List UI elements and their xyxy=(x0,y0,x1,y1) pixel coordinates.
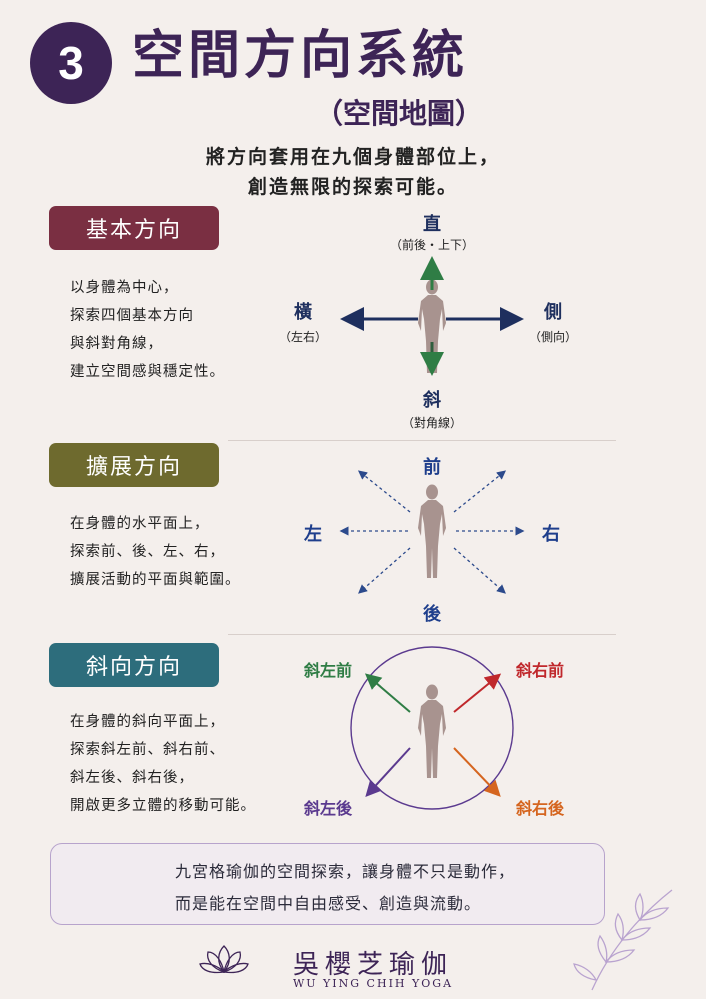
intro-line-2: 創造無限的探索可能。 xyxy=(247,176,458,198)
diagonal-description: 在身體的斜向平面上， 探索斜左前、斜右前、 斜左後、斜右後， 開啟更多立體的移動… xyxy=(70,714,256,814)
label-down: 斜 xyxy=(423,390,441,411)
label-back: 後 xyxy=(423,604,441,625)
section-number-badge: 3 xyxy=(30,22,112,104)
expand-diagram xyxy=(339,470,525,594)
label-expand-left: 左 xyxy=(304,524,322,545)
label-expand-right: 右 xyxy=(542,524,560,545)
body-figure-diagonal xyxy=(418,684,446,778)
section-divider-2 xyxy=(228,634,616,635)
brand-name-en: WU YING CHIH YOGA xyxy=(292,977,454,990)
orbit-circle xyxy=(350,646,514,810)
diagonal-direction-pill: 斜向方向 xyxy=(49,643,219,687)
label-up: 直 xyxy=(423,214,441,235)
label-right: 側 xyxy=(544,302,562,323)
body-figure-expand xyxy=(418,484,446,578)
expand-direction-pill: 擴展方向 xyxy=(49,443,219,487)
page-title: 空間方向系統 xyxy=(132,25,469,86)
tip-line-2: 而是能在空間中自由感受、創造與流動。 xyxy=(175,894,482,913)
label-down-sub: （對角線） xyxy=(401,416,462,430)
basic-description: 以身體為中心， 探索四個基本方向 與斜對角線， 建立空間感與穩定性。 xyxy=(70,280,225,380)
leaf-branch-decoration xyxy=(573,889,673,991)
lotus-icon xyxy=(199,945,249,974)
label-back-left: 斜左後 xyxy=(303,799,352,818)
tip-line-1: 九宮格瑜伽的空間探索，讓身體不只是動作， xyxy=(175,862,516,881)
tip-box xyxy=(50,843,605,925)
diagonal-diagram xyxy=(350,646,514,810)
brand-name: 吳櫻芝瑜伽 xyxy=(292,950,453,980)
label-right-sub: （側向） xyxy=(528,330,577,344)
label-back-right: 斜右後 xyxy=(515,799,564,818)
expand-description: 在身體的水平面上， 探索前、後、左、右， 擴展活動的平面與範圍。 xyxy=(70,516,241,588)
section-divider-1 xyxy=(228,440,616,441)
label-front-left: 斜左前 xyxy=(303,661,352,680)
intro-line-1: 將方向套用在九個身體部位上， xyxy=(205,146,500,168)
basic-diagram xyxy=(340,256,524,376)
label-front-right: 斜右前 xyxy=(515,661,564,680)
label-up-sub: （前後・上下） xyxy=(389,238,474,252)
label-left-sub: （左右） xyxy=(278,330,327,344)
label-front: 前 xyxy=(423,457,441,478)
label-left: 橫 xyxy=(294,302,312,323)
basic-direction-pill: 基本方向 xyxy=(49,206,219,250)
page-subtitle: （空間地圖） xyxy=(314,97,483,130)
